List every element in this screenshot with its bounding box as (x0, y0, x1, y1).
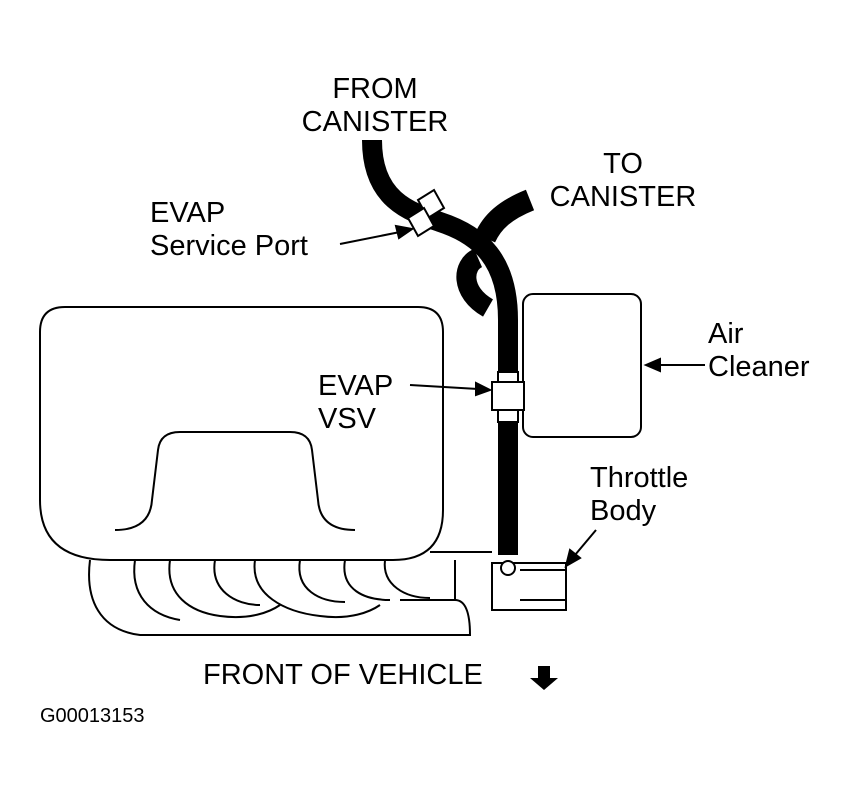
label-canister-1: CANISTER (301, 106, 449, 138)
engine-block (39, 306, 444, 561)
label-body: Body (590, 495, 657, 527)
engine-hump (114, 431, 356, 531)
air-cleaner-box (522, 293, 642, 438)
label-throttle: Throttle (590, 462, 689, 494)
label-evap-1: EVAP (150, 197, 226, 229)
hose-stub (456, 248, 494, 317)
label-evap-vsv: EVAP VSV (318, 370, 393, 436)
label-vsv: VSV (318, 403, 377, 435)
evap-vsv-shape (491, 371, 525, 423)
hose-from-canister (362, 139, 518, 555)
hoses (362, 139, 535, 555)
label-front-of-vehicle: FRONT OF VEHICLE (203, 659, 483, 691)
label-evap-2: EVAP (318, 370, 394, 402)
label-to: TO (603, 148, 643, 180)
leader-lines (339, 224, 705, 569)
intake-runners (88, 551, 492, 636)
service-port-clamp (406, 188, 446, 238)
figure-code: G00013153 (40, 705, 145, 727)
label-evap-service-port: EVAP Service Port (150, 197, 308, 263)
label-from: FROM (332, 73, 418, 105)
label-air-cleaner: Air Cleaner (708, 318, 810, 384)
throttle-connector (500, 560, 516, 576)
label-canister-2: CANISTER (549, 181, 697, 213)
label-air: Air (708, 318, 744, 350)
label-from-canister: FROM CANISTER (290, 73, 460, 139)
front-arrow-icon (530, 666, 558, 690)
label-service-port: Service Port (150, 230, 308, 262)
label-to-canister: TO CANISTER (538, 148, 708, 214)
label-cleaner: Cleaner (708, 351, 810, 383)
hose-to-canister (474, 189, 535, 243)
label-throttle-body: Throttle Body (590, 462, 688, 528)
